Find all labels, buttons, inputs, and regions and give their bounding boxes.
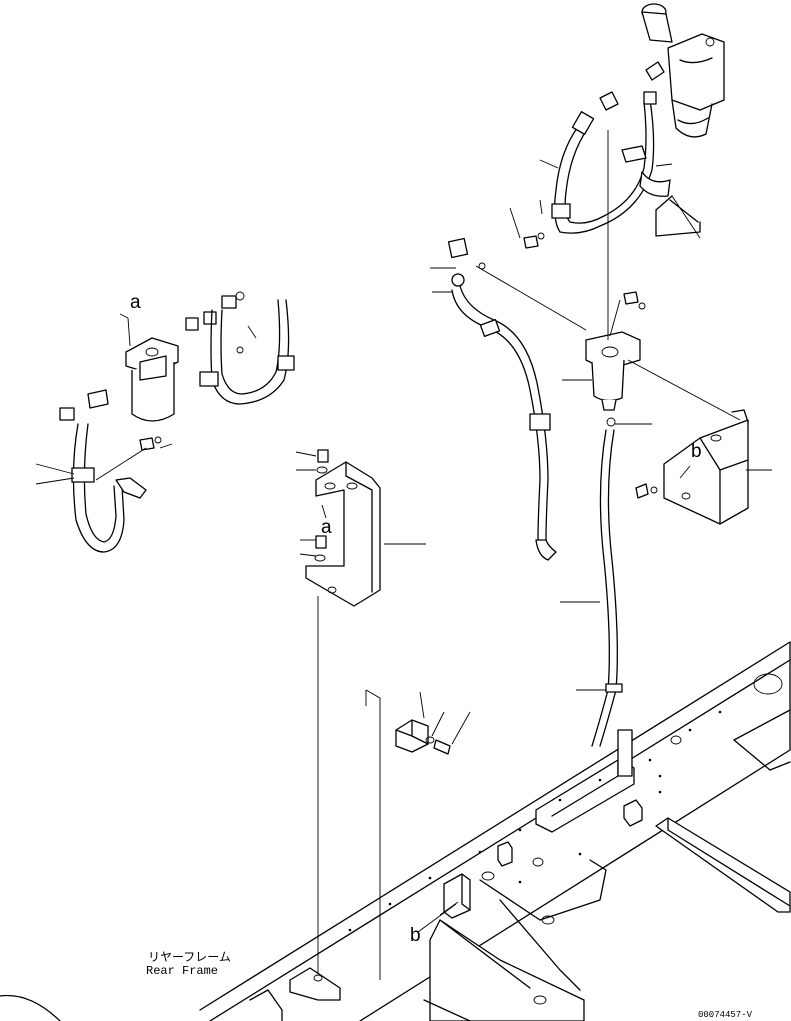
left-fuel-filter xyxy=(59,291,245,451)
drain-hose xyxy=(560,429,623,747)
leader-lines-top-right xyxy=(509,159,701,239)
callout-b-right: b xyxy=(691,441,702,462)
callout-a-center: a xyxy=(321,517,332,538)
frame-label-english: Rear Frame xyxy=(146,964,219,978)
callout-a-left: a xyxy=(130,292,141,313)
center-mounting-bracket xyxy=(295,449,426,975)
spacer-block xyxy=(365,689,471,980)
water-separator-assembly xyxy=(641,3,725,138)
left-hose-set xyxy=(35,299,295,553)
right-mounting-bracket xyxy=(635,409,772,525)
middle-hose xyxy=(430,237,587,561)
rear-frame xyxy=(0,641,791,1021)
frame-holes xyxy=(348,710,722,932)
upper-hose-set xyxy=(523,91,701,249)
callout-b-bottom: b xyxy=(410,925,421,946)
drawing-number: 00074457-V xyxy=(698,1010,753,1020)
fuel-filter-assembly xyxy=(562,130,741,427)
frame-label-japanese: リヤーフレーム xyxy=(148,950,231,964)
